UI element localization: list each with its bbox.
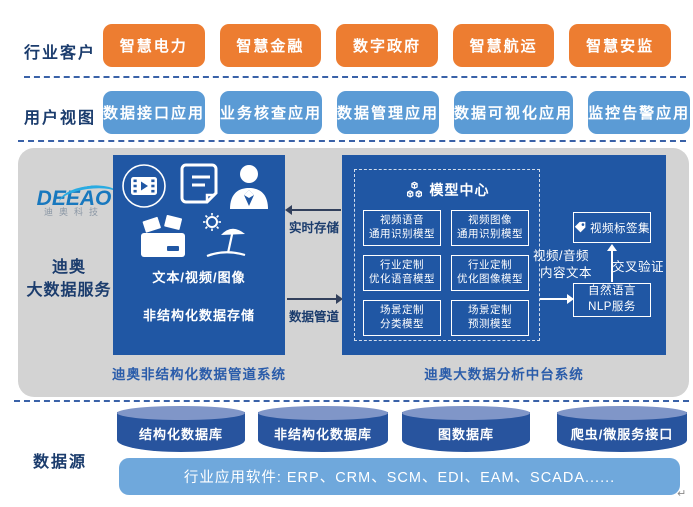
pipeline-system-caption: 迪奥非结构化数据管道系统 [112, 367, 286, 382]
model-industry-speech: 行业定制 优化语音模型 [363, 255, 441, 291]
logo-sub-text: 迪奥科技 [43, 207, 104, 217]
unstructured-storage-box: 文本/视频/图像 非结构化数据存储 [113, 155, 285, 355]
realtime-storage-label: 实时存储 [288, 221, 339, 235]
industry-item-shipping: 智慧航运 [452, 24, 555, 67]
industry-customers-row: 智慧电力 智慧金融 数字政府 智慧航运 智慧安监 [103, 24, 671, 67]
app-item-data-management: 数据管理应用 [337, 91, 440, 134]
model-video-speech: 视频语音 通用识别模型 [363, 210, 441, 246]
data-pipeline-label: 数据管道 [288, 310, 339, 324]
beach-umbrella-icon [203, 213, 246, 258]
deeao-logo: DEEAO 迪奥科技 [30, 181, 119, 218]
logo-brand-text: DEEAO [36, 187, 112, 210]
user-view-row: 数据接口应用 业务核查应用 数据管理应用 数据可视化应用 监控告警应用 [103, 91, 691, 134]
person-icon [230, 165, 268, 209]
industry-item-power: 智慧电力 [103, 24, 205, 67]
dashed-separator [24, 76, 686, 78]
media-types-text: 文本/视频/图像 [152, 270, 246, 285]
model-center-header: 模型中心 [355, 180, 539, 200]
film-icon [122, 164, 166, 208]
app-item-monitor-alert: 监控告警应用 [588, 91, 691, 134]
model-video-image: 视频图像 通用识别模型 [451, 210, 529, 246]
user-view-label: 用户视图 [24, 110, 97, 127]
cylinder-top [117, 406, 245, 420]
paragraph-mark-artifact: ↵ [677, 488, 687, 500]
nlp-to-tags-arrow [607, 244, 617, 282]
cubes-icon [406, 181, 422, 198]
cylinder-top [258, 406, 388, 420]
model-center-box: 模型中心 视频语音 通用识别模型 视频图像 通用识别模型 行业定制 优化语音模型… [354, 169, 540, 341]
analysis-system-caption: 迪奥大数据分析中台系统 [424, 367, 584, 382]
data-source-label: 数据源 [33, 454, 88, 471]
tag-icon [574, 221, 586, 233]
platform-side-label: 迪奥 大数据服务 [26, 259, 112, 300]
app-item-business-check: 业务核查应用 [220, 91, 323, 134]
analysis-platform-box: 模型中心 视频语音 通用识别模型 视频图像 通用识别模型 行业定制 优化语音模型… [342, 155, 666, 355]
cylinder-top [402, 406, 530, 420]
industry-item-finance: 智慧金融 [219, 24, 322, 67]
media-box-icon [141, 213, 185, 257]
cylinder-structured-db: 结构化数据库 [117, 406, 245, 452]
app-item-data-interface: 数据接口应用 [103, 91, 206, 134]
cylinder-crawler-microservice: 爬虫/微服务接口 [557, 406, 687, 452]
cylinder-unstructured-db: 非结构化数据库 [258, 406, 388, 452]
app-item-data-visualization: 数据可视化应用 [454, 91, 574, 134]
industry-item-safety: 智慧安监 [569, 24, 671, 67]
dashed-separator [14, 400, 689, 402]
model-industry-image: 行业定制 优化图像模型 [451, 255, 529, 291]
video-tag-set-box: 视频标签集 [573, 212, 651, 243]
industry-customers-label: 行业客户 [24, 45, 97, 62]
cross-validation-label: 交叉验证 [612, 260, 665, 274]
model-scene-prediction: 场景定制 预测模型 [451, 300, 529, 336]
realtime-storage-arrow [285, 205, 341, 215]
unstructured-storage-text: 非结构化数据存储 [142, 308, 255, 323]
model-center-title: 模型中心 [429, 182, 490, 198]
cylinder-top [557, 406, 687, 420]
industry-apps-bar: 行业应用软件: ERP、CRM、SCM、EDI、EAM、SCADA...... [119, 458, 680, 495]
industry-item-government: 数字政府 [336, 24, 438, 67]
data-pipeline-arrow [287, 294, 343, 304]
dashed-separator [18, 140, 686, 142]
nlp-service-box: 自然语言 NLP服务 [573, 283, 651, 317]
big-data-service-panel: DEEAO 迪奥科技 迪奥 大数据服务 [18, 148, 689, 397]
content-text-label: 视频/音频 内容文本 [533, 249, 593, 280]
content-to-nlp-arrow [540, 294, 574, 304]
document-icon [180, 163, 218, 204]
cylinder-graph-db: 图数据库 [402, 406, 530, 452]
model-scene-classification: 场景定制 分类模型 [363, 300, 441, 336]
